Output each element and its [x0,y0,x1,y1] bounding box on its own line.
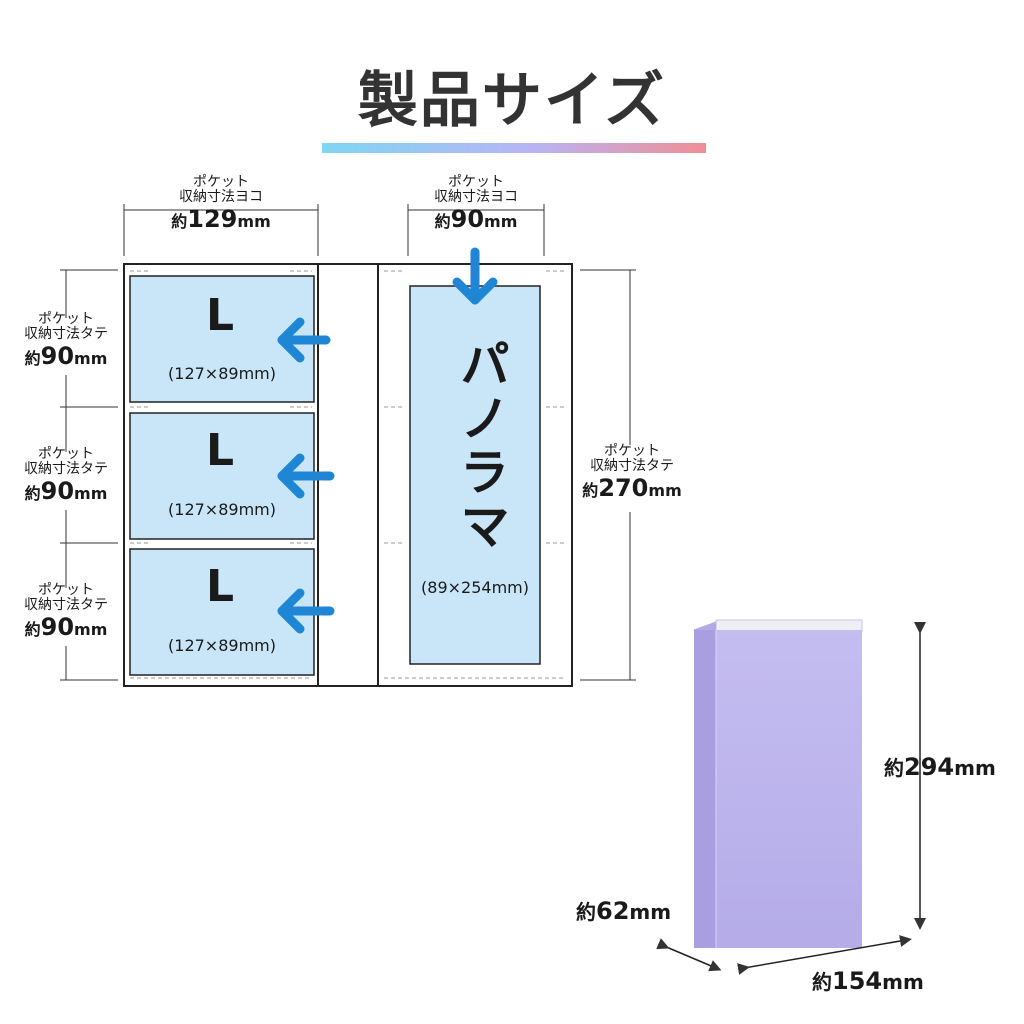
height-caption: 収納寸法タテ [24,597,108,614]
approx: 約 [24,619,41,639]
pano-height-label: ポケット 収納寸法タテ 約270mm [578,443,686,502]
left-width-dim [123,204,319,256]
approx: 約 [171,211,188,231]
approx: 約 [884,756,904,780]
l-height-value: 90 [40,476,75,505]
pocket-caption: ポケット [604,443,660,459]
approx: 約 [582,480,599,500]
unit: mm [237,211,271,231]
l-height-value: 90 [40,612,75,641]
page-title: 製品サイズ [357,66,667,136]
unit: mm [74,619,108,639]
unit: mm [629,900,672,924]
album-height-label: 約294mm [884,752,996,781]
arrow-icon [277,588,335,634]
width-caption: 収納寸法ヨコ [179,189,263,206]
right-width-dim [407,204,545,256]
panorama-dims: (89×254mm) [421,578,529,597]
unit: mm [74,483,108,503]
pocket-dividers [130,270,566,679]
l-pocket-label: L [205,425,235,476]
pocket-caption: ポケット [38,582,94,598]
album-width-label: 約154mm [812,966,924,995]
height-caption: 収納寸法タテ [590,458,674,475]
height-caption: 収納寸法タテ [24,326,108,343]
pocket-caption: ポケット [448,174,504,190]
title-gradient-bar [322,143,706,153]
right-width-value: 90 [450,204,485,233]
approx: 約 [434,211,451,231]
approx: 約 [24,348,41,368]
panorama-pocket [409,285,541,665]
pocket-caption: ポケット [38,311,94,327]
l-height-label-1: ポケット 収納寸法タテ 約90mm [14,311,118,370]
width-caption: 収納寸法ヨコ [434,189,518,206]
pocket-caption: ポケット [38,446,94,462]
right-width-label: ポケット 収納寸法ヨコ 約90mm [408,174,544,233]
arrow-icon [452,247,498,305]
l-height-value: 90 [40,341,75,370]
l-height-label-2: ポケット 収納寸法タテ 約90mm [14,446,118,505]
album-height-value: 294 [904,753,955,781]
unit: mm [648,480,682,500]
right-height-dim [580,269,636,681]
l-pocket-dims: (127×89mm) [168,500,276,519]
l-pocket-label: L [205,561,235,612]
left-height-dims [60,269,118,681]
l-pocket-dims: (127×89mm) [168,636,276,655]
left-width-value: 129 [187,204,238,233]
pano-height-value: 270 [598,473,649,502]
left-width-label: ポケット 収納寸法ヨコ 約129mm [124,174,318,233]
l-pocket-label: L [205,290,235,341]
insert-arrows [277,247,498,634]
l-height-label-3: ポケット 収納寸法タテ 約90mm [14,582,118,641]
album-dims [656,622,926,975]
unit: mm [954,756,996,780]
unit: mm [74,348,108,368]
arrow-icon [277,453,335,499]
approx: 約 [812,970,832,994]
l-pocket-dims: (127×89mm) [168,364,276,383]
album-illustration [693,619,863,948]
album-depth-label: 約62mm [576,896,671,925]
height-caption: 収納寸法タテ [24,461,108,478]
panorama-label: パノラマ [452,338,510,554]
album-width-value: 154 [832,967,883,995]
unit: mm [484,211,518,231]
approx: 約 [576,900,596,924]
pocket-caption: ポケット [193,174,249,190]
unit: mm [882,970,924,994]
album-depth-value: 62 [596,897,630,925]
approx: 約 [24,483,41,503]
arrow-icon [277,317,335,363]
